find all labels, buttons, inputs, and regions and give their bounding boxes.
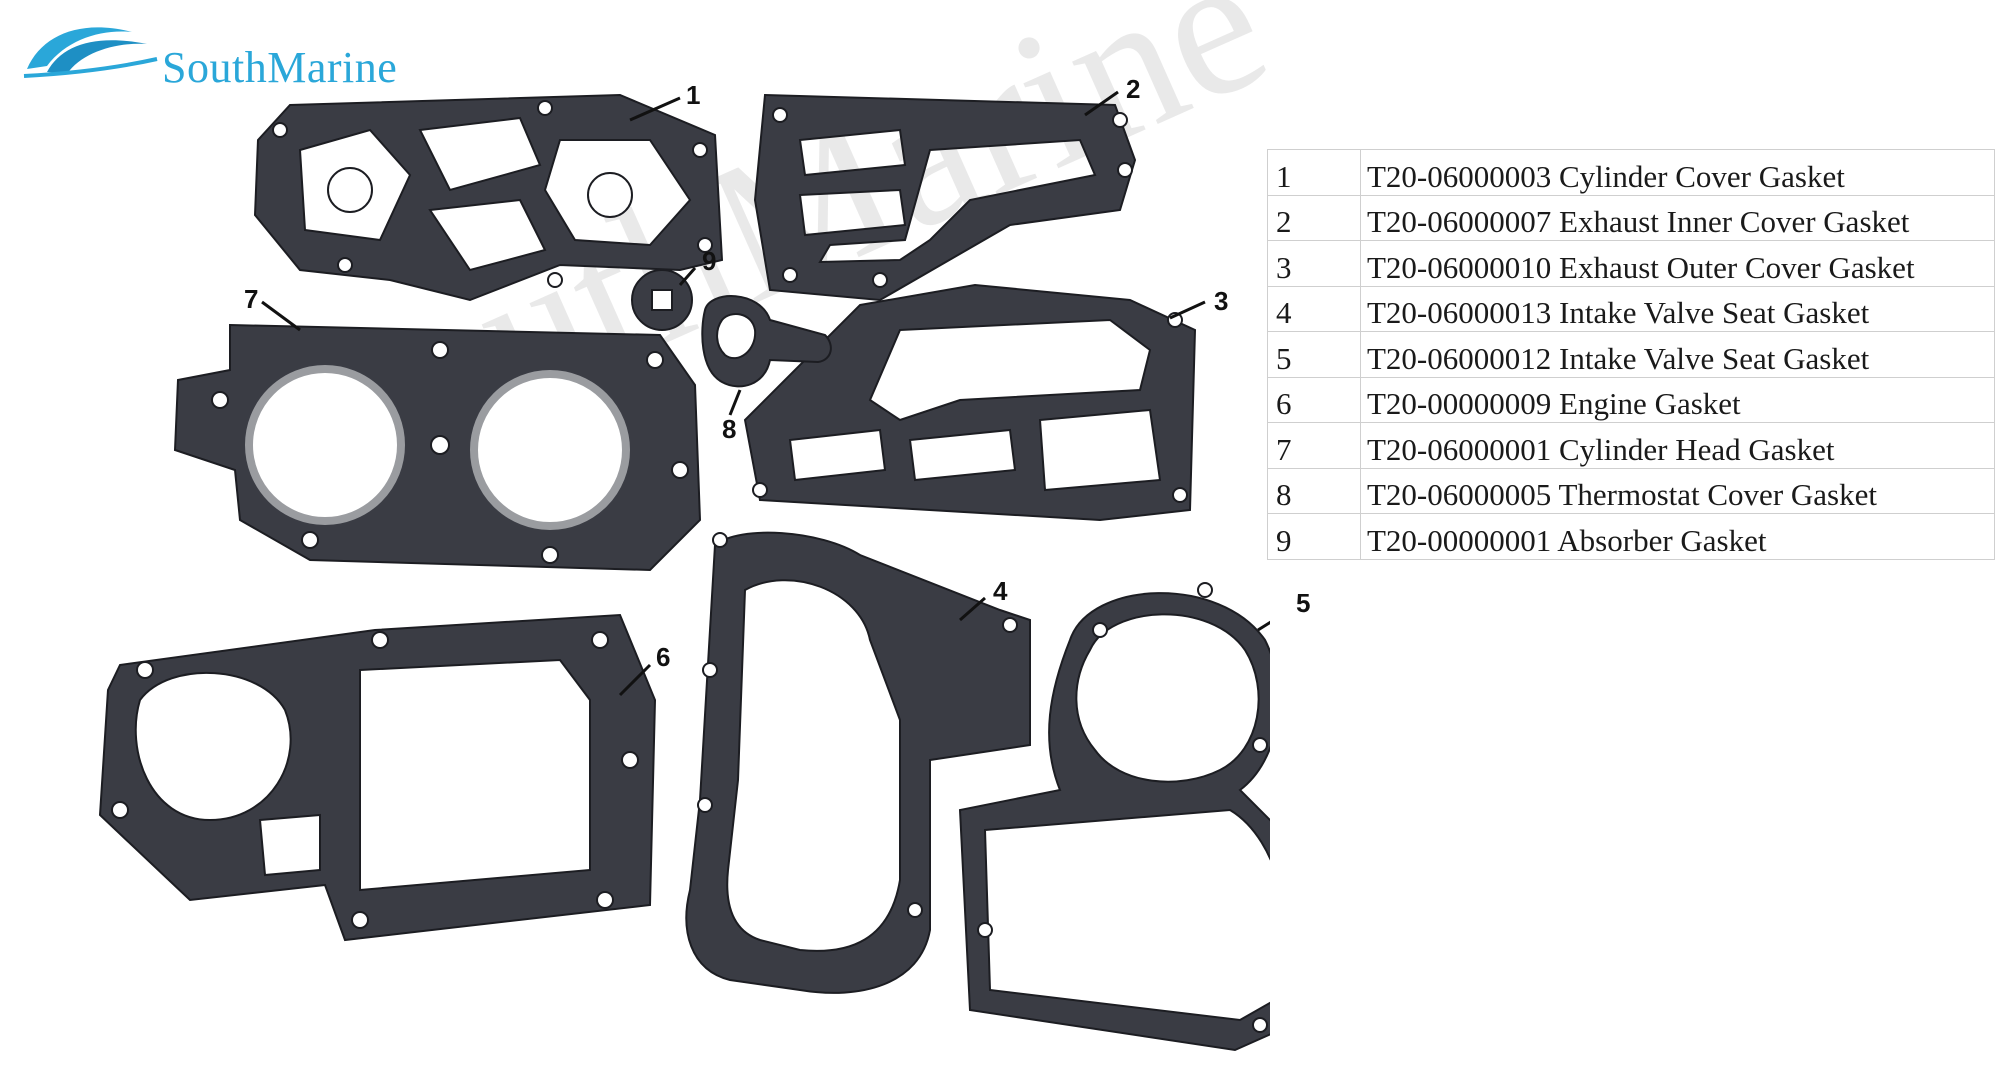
gasket-9-absorber — [631, 267, 697, 331]
part-number: 6 — [1267, 376, 1361, 423]
gasket-5-intake-valve-seat — [958, 582, 1270, 1052]
part-description: T20-06000005 Thermostat Cover Gasket — [1360, 467, 1995, 514]
part-description: T20-06000003 Cylinder Cover Gasket — [1360, 149, 1995, 196]
gasket-3-exhaust-outer-cover — [743, 283, 1206, 522]
part-description: T20-06000012 Intake Valve Seat Gasket — [1360, 331, 1995, 378]
callout-3: 3 — [1214, 286, 1229, 316]
callout-6: 6 — [656, 642, 671, 672]
part-number: 3 — [1267, 240, 1361, 287]
gasket-1-cylinder-cover — [253, 93, 724, 302]
part-number: 2 — [1267, 194, 1361, 241]
callout-9: 9 — [702, 246, 717, 276]
part-number: 7 — [1267, 422, 1361, 469]
callout-7: 7 — [244, 284, 259, 314]
gasket-6-engine — [98, 613, 657, 942]
part-number: 8 — [1267, 467, 1361, 514]
callout-5: 5 — [1296, 588, 1311, 618]
part-number: 5 — [1267, 331, 1361, 378]
part-description: T20-06000001 Cylinder Head Gasket — [1360, 422, 1995, 469]
part-description: T20-06000013 Intake Valve Seat Gasket — [1360, 285, 1995, 332]
gasket-4-intake-valve-seat — [685, 531, 1031, 994]
gasket-2-exhaust-inner-cover — [753, 90, 1137, 302]
part-number: 9 — [1267, 513, 1361, 560]
callout-1: 1 — [686, 80, 701, 110]
callout-8: 8 — [722, 414, 737, 444]
part-description: T20-00000009 Engine Gasket — [1360, 376, 1995, 423]
gasket-set-illustration: .g { fill: #3a3c44; stroke: #1c1d22; str… — [98, 90, 1270, 1052]
callout-2: 2 — [1126, 74, 1141, 104]
brand-name: SouthMarine — [162, 43, 398, 92]
part-description: T20-00000001 Absorber Gasket — [1360, 513, 1995, 560]
gasket-7-cylinder-head — [173, 300, 702, 572]
part-description: T20-06000007 Exhaust Inner Cover Gasket — [1360, 194, 1995, 241]
part-number: 4 — [1267, 285, 1361, 332]
wave-icon — [23, 27, 158, 78]
gasket-8-thermostat-cover — [701, 295, 832, 416]
part-number: 1 — [1267, 149, 1361, 196]
callout-4: 4 — [993, 576, 1008, 606]
part-description: T20-06000010 Exhaust Outer Cover Gasket — [1360, 240, 1995, 287]
brand-logo: SouthMarine — [22, 14, 442, 92]
